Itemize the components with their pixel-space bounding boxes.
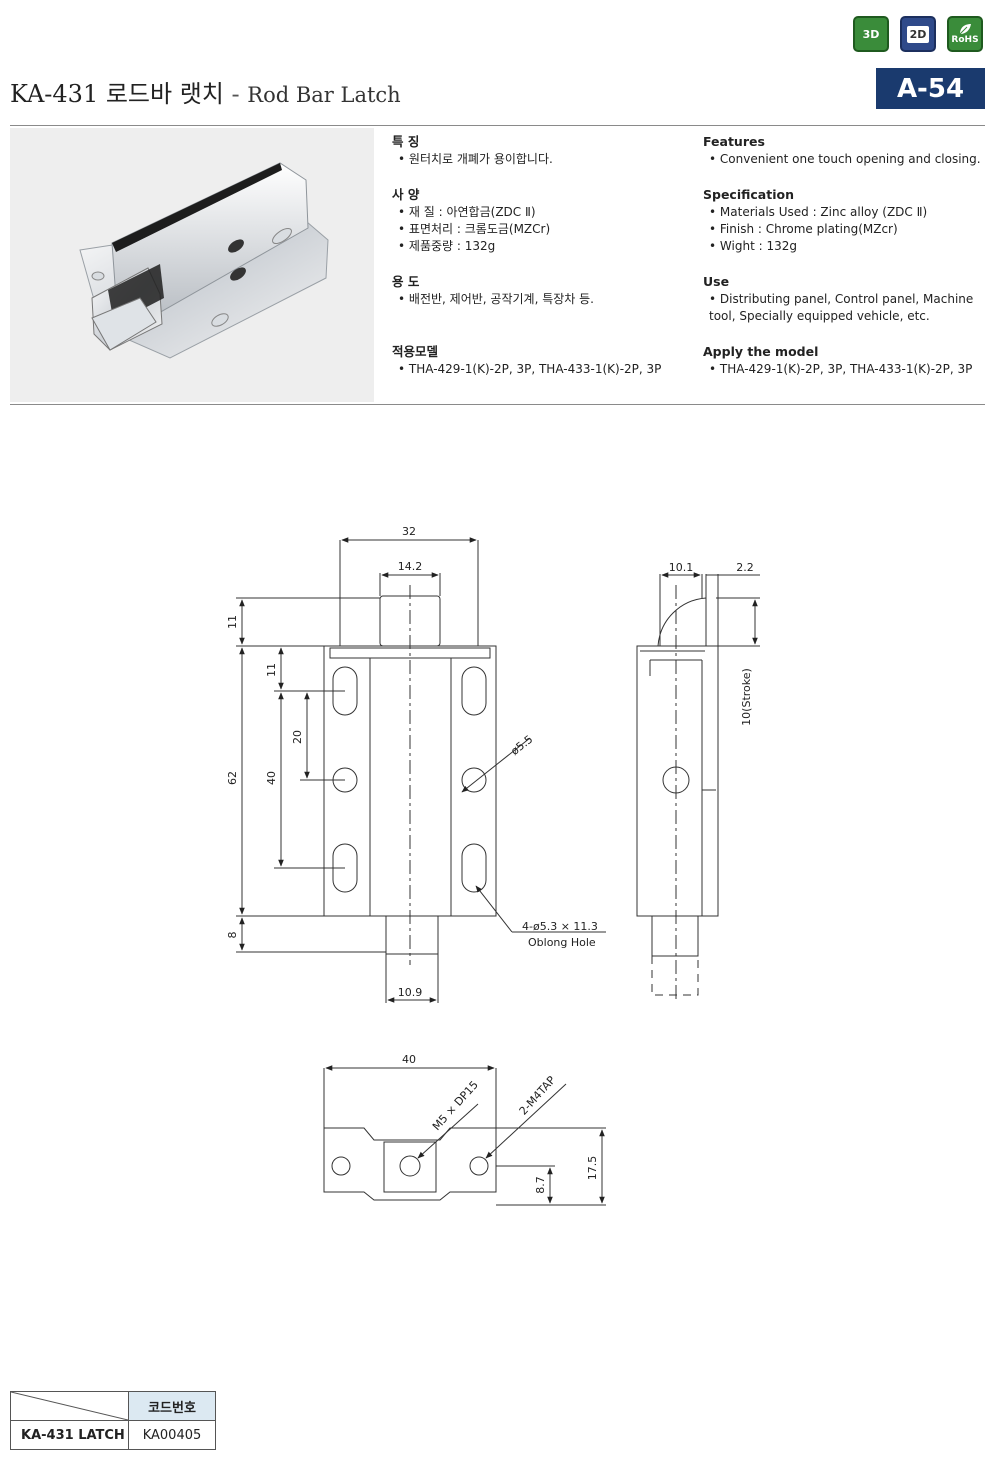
features-en-item: • Convenient one touch opening and closi… (709, 152, 981, 166)
2d-badge-label: 2D (906, 25, 930, 43)
diagonal-line (11, 1392, 128, 1420)
dim-2-2-label: 2.2 (736, 561, 754, 574)
page-code-badge: A-54 (876, 68, 985, 109)
3d-badge-label: 3D (862, 27, 880, 41)
product-photo (10, 128, 374, 402)
specs-korean: 특 징 • 원터치로 개폐가 용이합니다. 사 양 • 재 질 : 아연합금(Z… (392, 133, 682, 378)
features-ko-item: • 원터치로 개폐가 용이합니다. (398, 152, 553, 166)
spec-ko-item: • 재 질 : 아연합금(ZDC Ⅱ) (398, 205, 536, 219)
dim-11-label: 11 (265, 663, 278, 677)
model-ko-item: • THA-429-1(K)-2P, 3P, THA-433-1(K)-2P, … (398, 362, 662, 376)
top-divider (10, 125, 985, 126)
rohs-badge-icon[interactable]: RoHS (947, 16, 983, 52)
rohs-badge-label: RoHS (951, 35, 979, 45)
dim-8-label: 8 (226, 932, 239, 939)
row-code: KA00405 (128, 1420, 216, 1450)
dim-phi-5-5-label: ø5.5 (508, 733, 535, 758)
hole-note-label: 4-ø5.3 × 11.3 (522, 920, 598, 933)
2d-badge-icon[interactable]: 2D (900, 16, 936, 52)
use-en-title: Use (703, 274, 730, 289)
features-en-title: Features (703, 134, 765, 149)
title-ko: KA-431 로드바 랫치 (10, 80, 224, 108)
stroke-label: 10(Stroke) (740, 668, 753, 726)
spec-ko-item: • 표면처리 : 크롬도금(MZCr) (398, 222, 551, 236)
use-en-item: • Distributing panel, Control panel, Mac… (709, 292, 974, 323)
model-en-title: Apply the model (703, 344, 819, 359)
spec-en-item: • Materials Used : Zinc alloy (ZDC Ⅱ) (709, 205, 928, 219)
use-ko-title: 용 도 (392, 274, 420, 289)
dim-62-label: 62 (226, 771, 239, 785)
hole-note-2-label: Oblong Hole (528, 936, 596, 949)
use-ko-item: • 배전반, 제어반, 공작기계, 특장차 등. (398, 292, 594, 306)
dim-20-label: 20 (291, 730, 304, 744)
dim-40-label: 40 (265, 771, 278, 785)
model-ko-title: 적용모델 (392, 344, 439, 359)
code-header: 코드번호 (128, 1391, 216, 1421)
code-table: 코드번호 KA-431 LATCH KA00405 (10, 1391, 216, 1450)
spec-en-item: • Wight : 132g (709, 239, 797, 253)
specification-en-title: Specification (703, 187, 794, 202)
dim-8-7-label: 8.7 (534, 1176, 547, 1194)
specification-ko-title: 사 양 (392, 187, 420, 202)
model-en-item: • THA-429-1(K)-2P, 3P, THA-433-1(K)-2P, … (709, 362, 973, 376)
dim-10-9-label: 10.9 (398, 986, 423, 999)
bottom-divider (10, 404, 985, 405)
dim-10-1-label: 10.1 (669, 561, 694, 574)
title-separator: - (231, 80, 240, 108)
dim-14-2-label: 14.2 (398, 560, 423, 573)
bottom-view (323, 1065, 606, 1206)
3d-badge-icon[interactable]: 3D (853, 16, 889, 52)
leaf-icon (959, 24, 971, 35)
dim-17-5-label: 17.5 (586, 1156, 599, 1181)
bottom-dim-40-label: 40 (402, 1053, 416, 1066)
features-ko-title: 특 징 (392, 134, 420, 149)
side-view (636, 572, 760, 1000)
dim-11-top-label: 11 (226, 615, 239, 629)
spec-en-item: • Finish : Chrome plating(MZcr) (709, 222, 898, 236)
specs-english: Features • Convenient one touch opening … (703, 133, 983, 378)
latch-photo-illustration (79, 162, 329, 359)
title-en: Rod Bar Latch (247, 83, 401, 107)
front-view (236, 537, 606, 1003)
spec-ko-item: • 제품중량 : 132g (398, 239, 496, 253)
page-title: KA-431 로드바 랫치 - Rod Bar Latch (10, 74, 401, 109)
table-corner-cell (10, 1391, 129, 1421)
row-label: KA-431 LATCH (10, 1420, 129, 1450)
dim-32-label: 32 (402, 525, 416, 538)
